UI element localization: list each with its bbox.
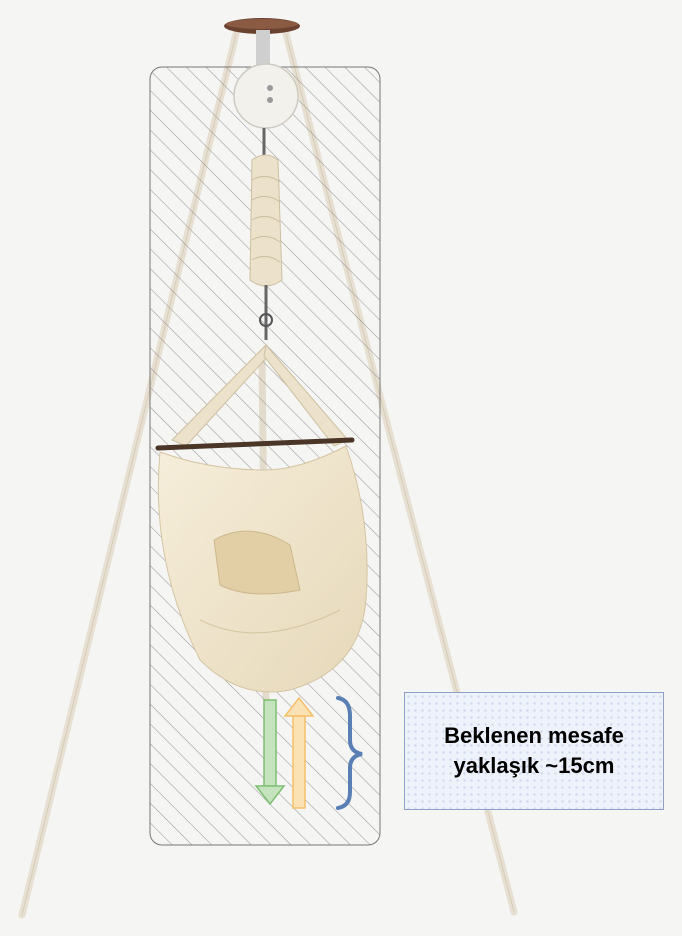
up-arrow-icon (283, 696, 315, 809)
spreader-bar (155, 437, 355, 451)
down-arrow-icon (254, 699, 286, 806)
curly-brace-icon (336, 696, 363, 810)
hammock-fabric (157, 445, 368, 693)
pulley-disc (233, 30, 299, 129)
annotation-text: Beklenen mesafe yaklaşık ~15cm (444, 723, 624, 778)
spring-cover (249, 128, 283, 340)
top-cap (224, 18, 300, 34)
annotation-box: Beklenen mesafe yaklaşık ~15cm (404, 692, 664, 810)
suspension-straps (171, 343, 349, 447)
